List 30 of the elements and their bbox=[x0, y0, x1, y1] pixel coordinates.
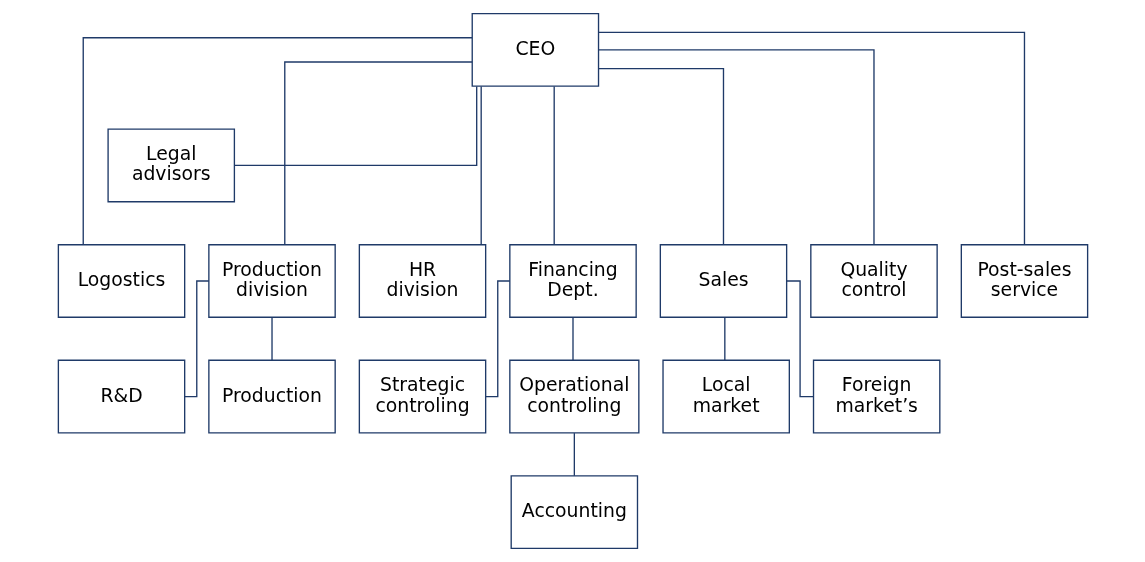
node-box: Sales bbox=[659, 244, 787, 318]
connector bbox=[283, 61, 473, 245]
node-box: Foreign market’s bbox=[812, 359, 940, 434]
node-box: Local market bbox=[661, 359, 790, 434]
connector bbox=[480, 85, 482, 246]
node-box: HR division bbox=[358, 244, 486, 318]
node-box: CEO bbox=[471, 12, 599, 87]
connector bbox=[571, 316, 574, 361]
connector bbox=[183, 280, 210, 398]
connector bbox=[723, 316, 725, 361]
node-box: Production division bbox=[207, 244, 336, 318]
node-box: Financing Dept. bbox=[508, 244, 637, 318]
connector bbox=[597, 68, 724, 246]
connector bbox=[270, 316, 273, 361]
node-box: Operational controling bbox=[508, 359, 639, 434]
node-box: Strategic controling bbox=[358, 359, 486, 434]
connector bbox=[597, 49, 875, 246]
connector bbox=[233, 85, 477, 167]
connector bbox=[484, 280, 511, 398]
connector bbox=[82, 37, 473, 246]
node-box: Quality control bbox=[809, 244, 938, 318]
connector bbox=[573, 432, 575, 477]
connector bbox=[597, 31, 1025, 245]
node-box: Accounting bbox=[510, 475, 638, 550]
connector bbox=[553, 85, 555, 246]
node-box: Legal advisors bbox=[106, 128, 235, 203]
node-box: R&D bbox=[57, 359, 185, 434]
node-box: Logostics bbox=[57, 244, 185, 318]
node-box: Production bbox=[207, 359, 336, 434]
node-box: Post-sales service bbox=[960, 244, 1088, 318]
